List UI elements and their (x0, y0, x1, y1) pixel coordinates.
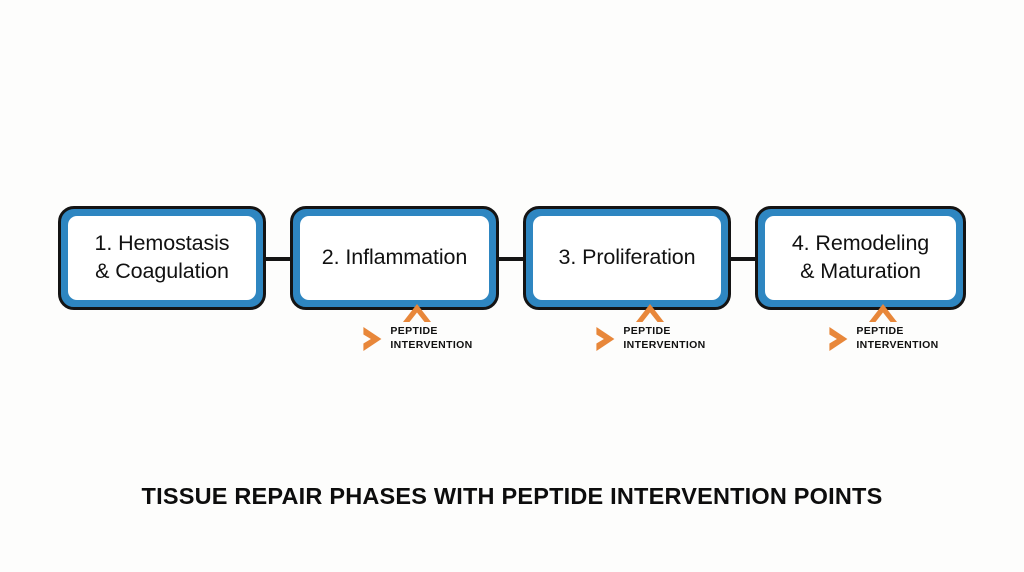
chevron-right-icon (829, 326, 848, 351)
phase-box-hemostasis-coagulation[interactable]: 1. Hemostasis & Coagulation (58, 206, 266, 310)
phase-box-remodeling-maturation[interactable]: 4. Remodeling & Maturation (755, 206, 966, 310)
phase-label-inflammation: 2. Inflammation (321, 245, 468, 270)
intervention-text-remodeling-maturation: PEPTIDE INTERVENTION (856, 325, 939, 351)
connector-3-4 (731, 257, 755, 261)
up-arrow-icon (636, 304, 664, 322)
up-arrow-icon (403, 304, 431, 322)
phase-box-proliferation[interactable]: 3. Proliferation (523, 206, 731, 310)
phase-label-remodeling-maturation: 4. Remodeling & Maturation (791, 231, 930, 283)
phase-inner-remodeling-maturation: 4. Remodeling & Maturation (765, 216, 956, 300)
connector-2-3 (499, 257, 523, 261)
chevron-right-icon (363, 326, 382, 351)
chevron-right-icon (596, 326, 615, 351)
phase-inner-inflammation: 2. Inflammation (300, 216, 489, 300)
intervention-label-row-proliferation: PEPTIDE INTERVENTION (594, 325, 705, 353)
phase-sequence: 1. Hemostasis & Coagulation 2. Inflammat… (58, 206, 966, 310)
phase-label-proliferation: 3. Proliferation (558, 245, 696, 270)
intervention-marker-proliferation[interactable]: PEPTIDE INTERVENTION (570, 303, 730, 365)
connector-1-2 (266, 257, 290, 261)
intervention-label-row-inflammation: PEPTIDE INTERVENTION (361, 325, 472, 353)
intervention-marker-remodeling-maturation[interactable]: PEPTIDE INTERVENTION (803, 303, 963, 365)
intervention-text-proliferation: PEPTIDE INTERVENTION (623, 325, 706, 351)
intervention-text-inflammation: PEPTIDE INTERVENTION (390, 325, 473, 351)
phase-inner-proliferation: 3. Proliferation (533, 216, 721, 300)
diagram-title: TISSUE REPAIR PHASES WITH PEPTIDE INTERV… (141, 483, 883, 509)
intervention-marker-inflammation[interactable]: PEPTIDE INTERVENTION (337, 303, 497, 365)
intervention-label-row-remodeling-maturation: PEPTIDE INTERVENTION (827, 325, 938, 353)
phase-label-hemostasis-coagulation: 1. Hemostasis & Coagulation (94, 231, 230, 283)
phase-box-inflammation[interactable]: 2. Inflammation (290, 206, 499, 310)
up-arrow-icon (869, 304, 897, 322)
phase-inner-hemostasis-coagulation: 1. Hemostasis & Coagulation (68, 216, 256, 300)
